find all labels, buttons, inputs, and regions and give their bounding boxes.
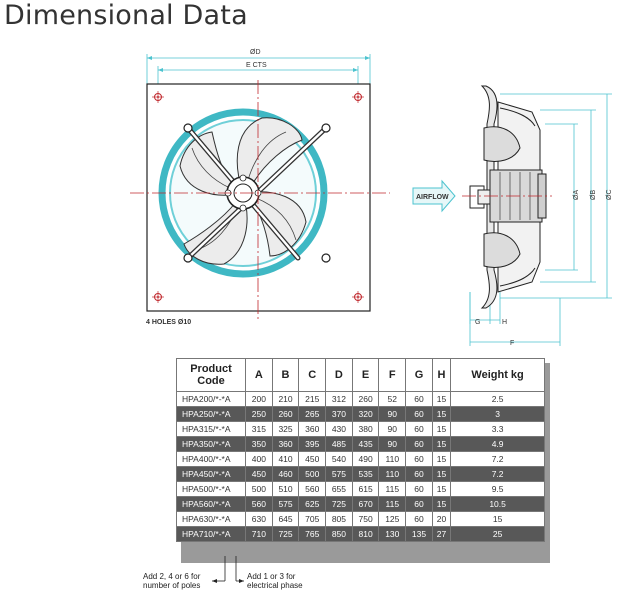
header-f: F: [378, 358, 407, 392]
cell-value: 765: [298, 526, 327, 542]
cell-value: 260: [271, 406, 300, 422]
cell-product-code: HPA630/*-*A: [176, 511, 246, 527]
cell-value: 490: [351, 451, 380, 467]
cell-value: 3: [450, 406, 545, 422]
cell-product-code: HPA200/*-*A: [176, 391, 246, 407]
svg-text:AIRFLOW: AIRFLOW: [416, 194, 449, 201]
cell-value: 500: [245, 481, 273, 497]
cell-value: 90: [378, 421, 407, 437]
dim-c-label: ØC: [606, 190, 613, 201]
cell-value: 435: [351, 436, 380, 452]
cell-value: 485: [325, 436, 353, 452]
cell-value: 90: [378, 406, 407, 422]
dim-d-label: ØD: [250, 49, 261, 56]
cell-value: 655: [325, 481, 353, 497]
cell-value: 135: [405, 526, 433, 542]
page-title: Dimensional Data: [4, 0, 248, 31]
dim-a-label: ØA: [573, 190, 580, 200]
cell-value: 320: [351, 406, 380, 422]
cell-value: 450: [245, 466, 273, 482]
cell-value: 15: [431, 481, 452, 497]
cell-value: 15: [431, 421, 452, 437]
cell-value: 575: [325, 466, 353, 482]
cell-value: 850: [325, 526, 353, 542]
cell-value: 3.3: [450, 421, 545, 437]
cell-value: 15: [431, 406, 452, 422]
cell-value: 645: [271, 511, 300, 527]
dimension-table-container: Product Code A B C D E F G H Weight kg H…: [176, 358, 550, 563]
cell-value: 10.5: [450, 496, 545, 512]
cell-value: 725: [271, 526, 300, 542]
cell-value: 410: [271, 451, 300, 467]
cell-value: 705: [298, 511, 327, 527]
dim-b-label: ØB: [590, 190, 597, 200]
front-dimensions: [146, 54, 371, 92]
dim-e-label: E CTS: [246, 62, 267, 69]
cell-value: 615: [351, 481, 380, 497]
cell-value: 360: [298, 421, 327, 437]
side-dimensions: [469, 93, 612, 346]
cell-value: 125: [378, 511, 407, 527]
cell-value: 7.2: [450, 466, 545, 482]
cell-value: 60: [405, 511, 433, 527]
dim-g-label: G: [475, 319, 480, 326]
cell-value: 60: [405, 421, 433, 437]
cell-value: 460: [271, 466, 300, 482]
centre-lines: [130, 80, 390, 320]
cell-value: 560: [298, 481, 327, 497]
cell-value: 25: [450, 526, 545, 542]
cell-value: 265: [298, 406, 327, 422]
cell-value: 4.9: [450, 436, 545, 452]
cell-value: 27: [431, 526, 452, 542]
airflow-arrow: AIRFLOW: [412, 179, 456, 213]
dim-f-label: F: [510, 340, 514, 347]
fan-blades: [179, 117, 307, 265]
cell-value: 60: [405, 466, 433, 482]
cell-value: 60: [405, 451, 433, 467]
holes-label: 4 HOLES Ø10: [146, 319, 191, 326]
cell-value: 2.5: [450, 391, 545, 407]
note-phase: Add 1 or 3 for electrical phase: [247, 572, 303, 590]
fan-side-view: [469, 85, 547, 309]
cell-value: 360: [271, 436, 300, 452]
cell-value: 260: [351, 391, 380, 407]
cell-product-code: HPA710/*-*A: [176, 526, 246, 542]
fan-drawing: ØD E CTS: [130, 49, 613, 347]
cell-value: 200: [245, 391, 273, 407]
cell-value: 805: [325, 511, 353, 527]
cell-product-code: HPA250/*-*A: [176, 406, 246, 422]
cell-value: 395: [298, 436, 327, 452]
cell-value: 560: [245, 496, 273, 512]
cell-value: 380: [351, 421, 380, 437]
cell-value: 15: [431, 496, 452, 512]
cell-value: 325: [271, 421, 300, 437]
dim-h-label: H: [502, 319, 507, 326]
dimension-table: Product Code A B C D E F G H Weight kg H…: [176, 358, 545, 542]
cell-product-code: HPA315/*-*A: [176, 421, 246, 437]
cell-value: 625: [298, 496, 327, 512]
cell-product-code: HPA560/*-*A: [176, 496, 246, 512]
cell-value: 52: [378, 391, 407, 407]
cell-value: 630: [245, 511, 273, 527]
cell-value: 115: [378, 496, 407, 512]
cell-product-code: HPA450/*-*A: [176, 466, 246, 482]
cell-value: 725: [325, 496, 353, 512]
cell-value: 312: [325, 391, 353, 407]
header-h: H: [431, 358, 452, 392]
header-a: A: [245, 358, 273, 392]
note-poles: Add 2, 4 or 6 for number of poles: [143, 572, 201, 590]
cell-value: 810: [351, 526, 380, 542]
cell-value: 15: [431, 466, 452, 482]
